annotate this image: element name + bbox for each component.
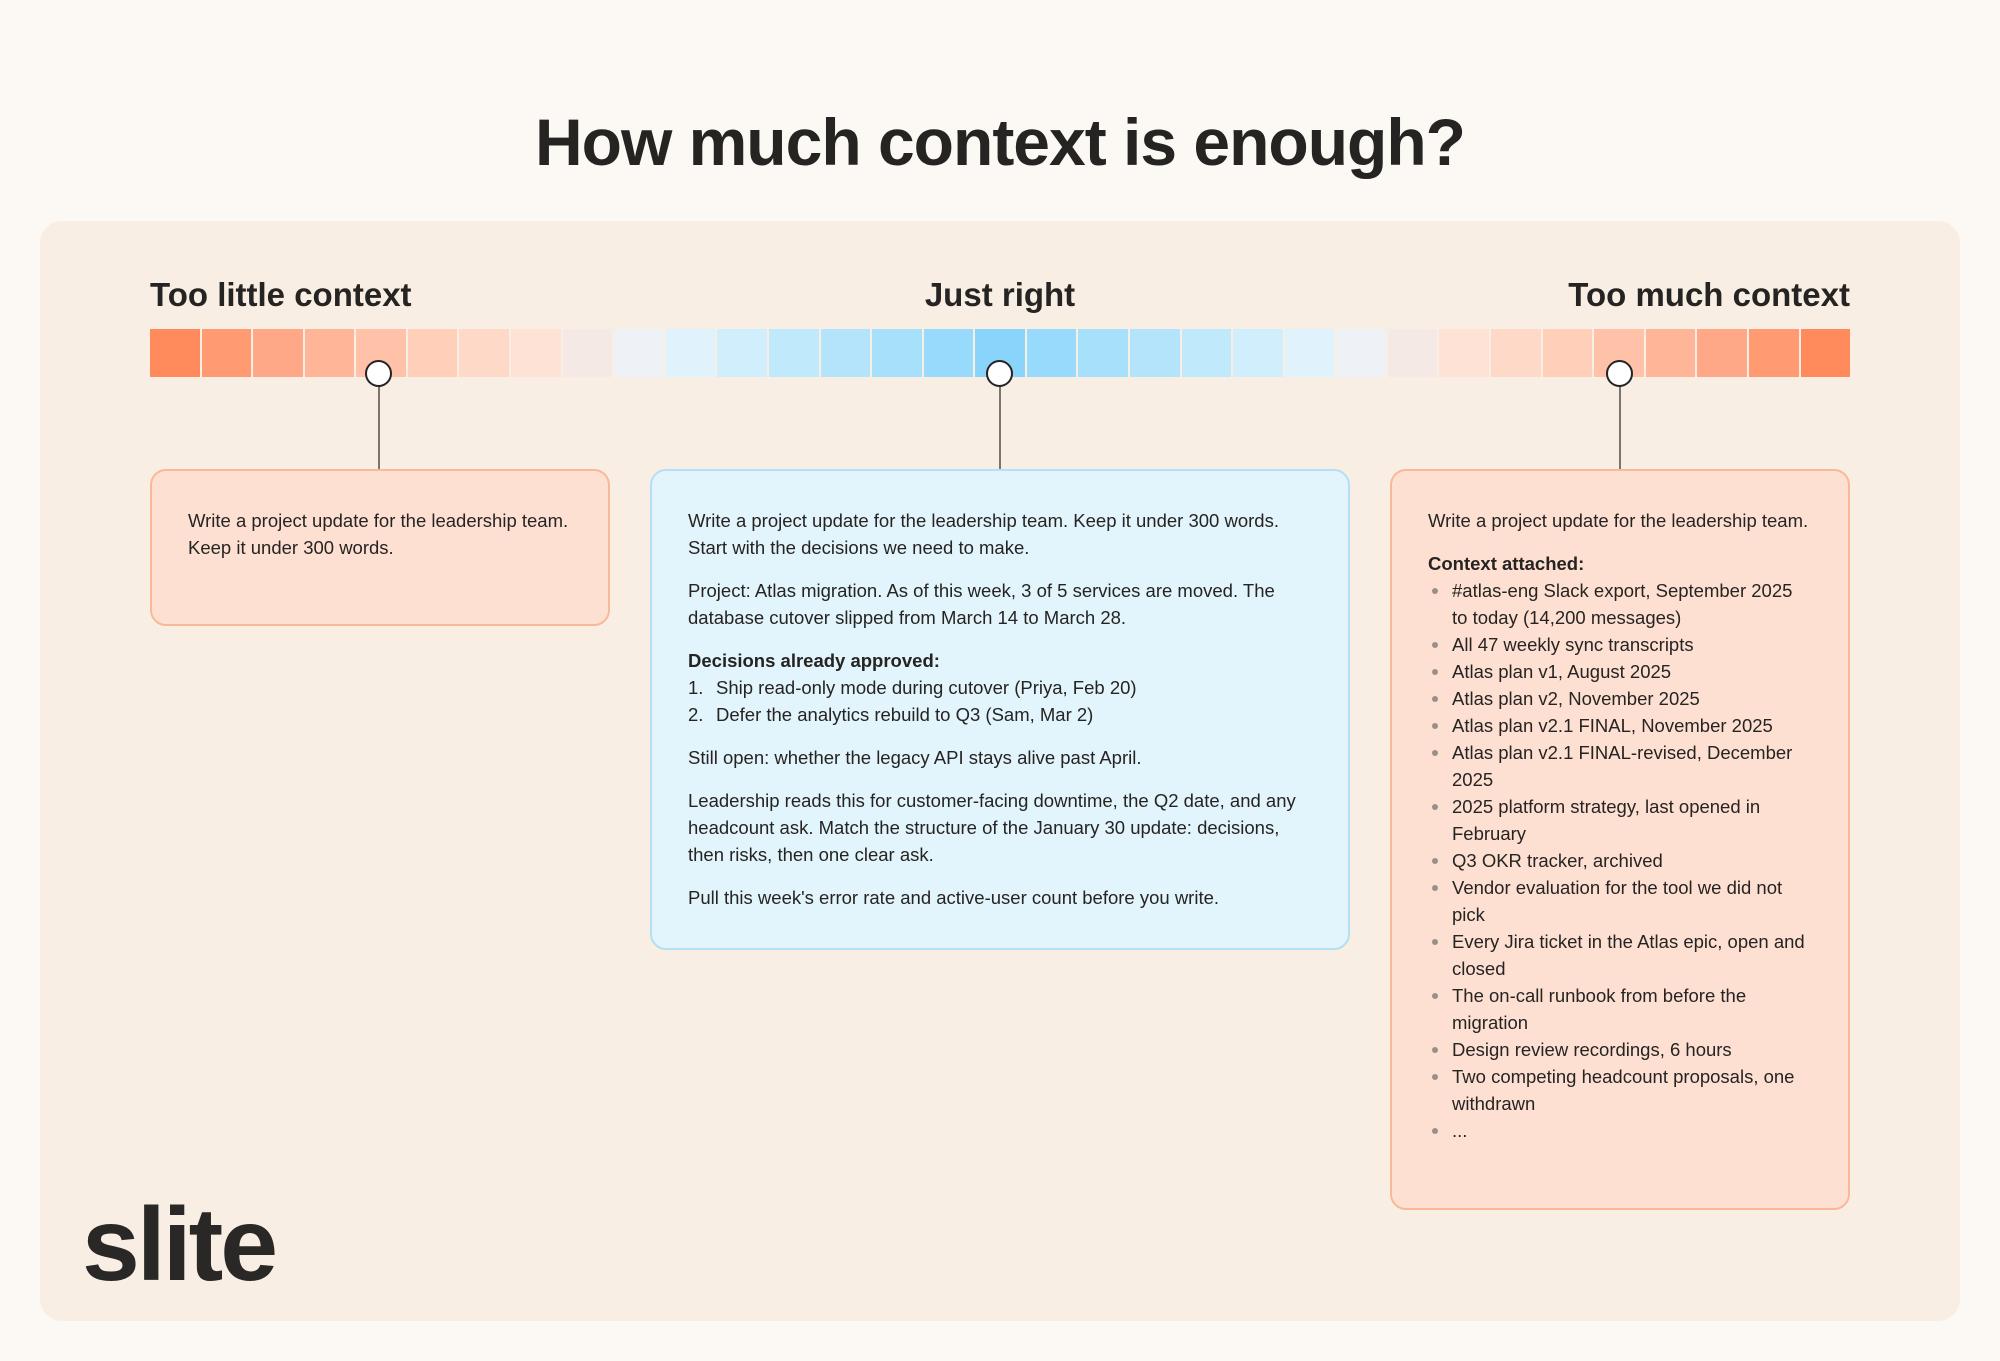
spectrum-cell bbox=[1078, 329, 1128, 377]
spectrum-cell bbox=[201, 329, 252, 377]
decision-text: Defer the analytics rebuild to Q3 (Sam, … bbox=[716, 704, 1094, 725]
spectrum-cell bbox=[665, 329, 716, 377]
marker-dot bbox=[1606, 360, 1633, 387]
prompt-paragraph: Write a project update for the leadershi… bbox=[1428, 510, 1809, 531]
marker-dot bbox=[986, 360, 1013, 387]
prompt-paragraph: Write a project update for the leadershi… bbox=[688, 510, 1279, 558]
context-item: Atlas plan v1, August 2025 bbox=[1428, 658, 1812, 685]
spectrum-cell bbox=[1697, 329, 1747, 377]
prompt-paragraph: Leadership reads this for customer-facin… bbox=[688, 790, 1296, 865]
context-item: ... bbox=[1428, 1117, 1812, 1144]
context-item: Design review recordings, 6 hours bbox=[1428, 1036, 1812, 1063]
spectrum-cell bbox=[1387, 329, 1438, 377]
marker-dot bbox=[365, 360, 392, 387]
prompt-paragraph: Still open: whether the legacy API stays… bbox=[688, 747, 1142, 768]
spectrum-cell bbox=[872, 329, 922, 377]
prompt-paragraph: Project: Atlas migration. As of this wee… bbox=[688, 580, 1275, 628]
connector-too-little bbox=[365, 360, 393, 470]
spectrum-cell bbox=[459, 329, 510, 377]
context-item: Vendor evaluation for the tool we did no… bbox=[1428, 874, 1812, 928]
spectrum-cell bbox=[768, 329, 819, 377]
context-item: Q3 OKR tracker, archived bbox=[1428, 847, 1812, 874]
spectrum-cell bbox=[1129, 329, 1180, 377]
prompt-card-too-much: Write a project update for the leadershi… bbox=[1390, 469, 1850, 1210]
spectrum-cell bbox=[1336, 329, 1386, 377]
spectrum-cell bbox=[253, 329, 303, 377]
spectrum-cell bbox=[1748, 329, 1799, 377]
spectrum-cell bbox=[1542, 329, 1593, 377]
context-item: Two competing headcount proposals, one w… bbox=[1428, 1063, 1812, 1117]
spectrum-cell bbox=[614, 329, 664, 377]
decisions-list: 1. Ship read-only mode during cutover (P… bbox=[688, 674, 1312, 728]
connector-line bbox=[999, 374, 1001, 470]
decision-item: 1. Ship read-only mode during cutover (P… bbox=[688, 674, 1312, 701]
slite-logo: slite bbox=[82, 1187, 278, 1303]
context-item: Atlas plan v2.1 FINAL, November 2025 bbox=[1428, 712, 1812, 739]
context-item: Atlas plan v2.1 FINAL-revised, December … bbox=[1428, 739, 1812, 793]
decision-number: 1. bbox=[688, 677, 704, 698]
page-title: How much context is enough? bbox=[534, 105, 1466, 179]
context-item: Atlas plan v2, November 2025 bbox=[1428, 685, 1812, 712]
spectrum-cell bbox=[1645, 329, 1696, 377]
spectrum-cell bbox=[511, 329, 561, 377]
spectrum-cell bbox=[1181, 329, 1232, 377]
context-heading: Context attached: bbox=[1428, 553, 1585, 574]
stage-label-too-little: Too little context bbox=[150, 276, 412, 313]
spectrum-cell bbox=[1284, 329, 1335, 377]
prompt-card-too-little: Write a project update for the leadershi… bbox=[150, 469, 610, 626]
context-item: Every Jira ticket in the Atlas epic, ope… bbox=[1428, 928, 1812, 982]
connector-too-much bbox=[1606, 360, 1634, 470]
decision-text: Ship read-only mode during cutover (Priy… bbox=[716, 677, 1137, 698]
prompt-paragraph: Pull this week's error rate and active-u… bbox=[688, 887, 1220, 908]
spectrum-cell bbox=[562, 329, 613, 377]
context-item: All 47 weekly sync transcripts bbox=[1428, 631, 1812, 658]
spectrum-cell bbox=[407, 329, 458, 377]
connector-line bbox=[1619, 374, 1621, 470]
prompt-line: Keep it under 300 words. bbox=[188, 537, 394, 558]
spectrum-cell bbox=[717, 329, 767, 377]
stage-label-just-right: Just right bbox=[924, 276, 1076, 313]
connector-just-right bbox=[986, 360, 1014, 470]
decisions-heading: Decisions already approved: bbox=[688, 650, 940, 671]
prompt-card-just-right: Write a project update for the leadershi… bbox=[650, 469, 1350, 950]
decision-item: 2. Defer the analytics rebuild to Q3 (Sa… bbox=[688, 701, 1312, 728]
spectrum-cell bbox=[1439, 329, 1490, 377]
spectrum-cell bbox=[1800, 329, 1851, 377]
prompt-line: Write a project update for the leadershi… bbox=[188, 510, 569, 531]
context-item: 2025 platform strategy, last opened in F… bbox=[1428, 793, 1812, 847]
spectrum-cell bbox=[1491, 329, 1541, 377]
context-item: #atlas-eng Slack export, September 2025 … bbox=[1428, 577, 1812, 631]
spectrum-cell bbox=[1026, 329, 1077, 377]
spectrum-cell bbox=[1233, 329, 1283, 377]
context-item: The on-call runbook from before the migr… bbox=[1428, 982, 1812, 1036]
decision-number: 2. bbox=[688, 704, 704, 725]
connector-line bbox=[378, 374, 380, 470]
stage-label-too-much: Too much context bbox=[1568, 276, 1850, 313]
spectrum-cell bbox=[923, 329, 974, 377]
spectrum-cell bbox=[150, 329, 200, 377]
context-list: #atlas-eng Slack export, September 2025 … bbox=[1428, 577, 1812, 1144]
spectrum-cell bbox=[304, 329, 355, 377]
spectrum-cell bbox=[820, 329, 871, 377]
